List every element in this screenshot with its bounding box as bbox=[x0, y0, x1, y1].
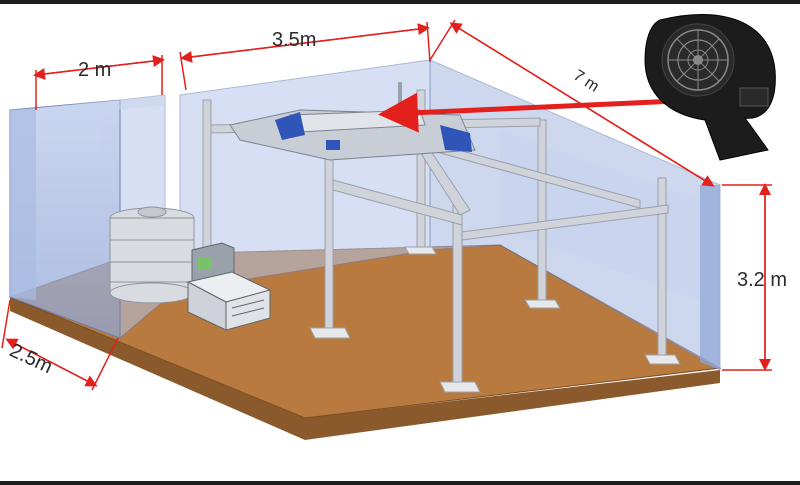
dim-label-middle-width: 3.5m bbox=[272, 29, 316, 51]
dim-label-depth: 7 m bbox=[570, 67, 602, 96]
dim-label-left-width: 2 m bbox=[78, 59, 111, 81]
air-handling-unit-icon bbox=[186, 271, 272, 331]
footings bbox=[309, 246, 681, 393]
dim-label-height: 3.2 m bbox=[737, 269, 787, 291]
water-tank-icon bbox=[109, 206, 195, 304]
dimension-lines bbox=[1, 19, 772, 391]
centrifugal-blower-icon bbox=[644, 13, 776, 161]
dim-label-front-depth: 2.5m bbox=[6, 339, 56, 378]
bottom-border bbox=[0, 481, 800, 485]
callout-arrow bbox=[378, 92, 701, 133]
top-border bbox=[0, 0, 800, 4]
